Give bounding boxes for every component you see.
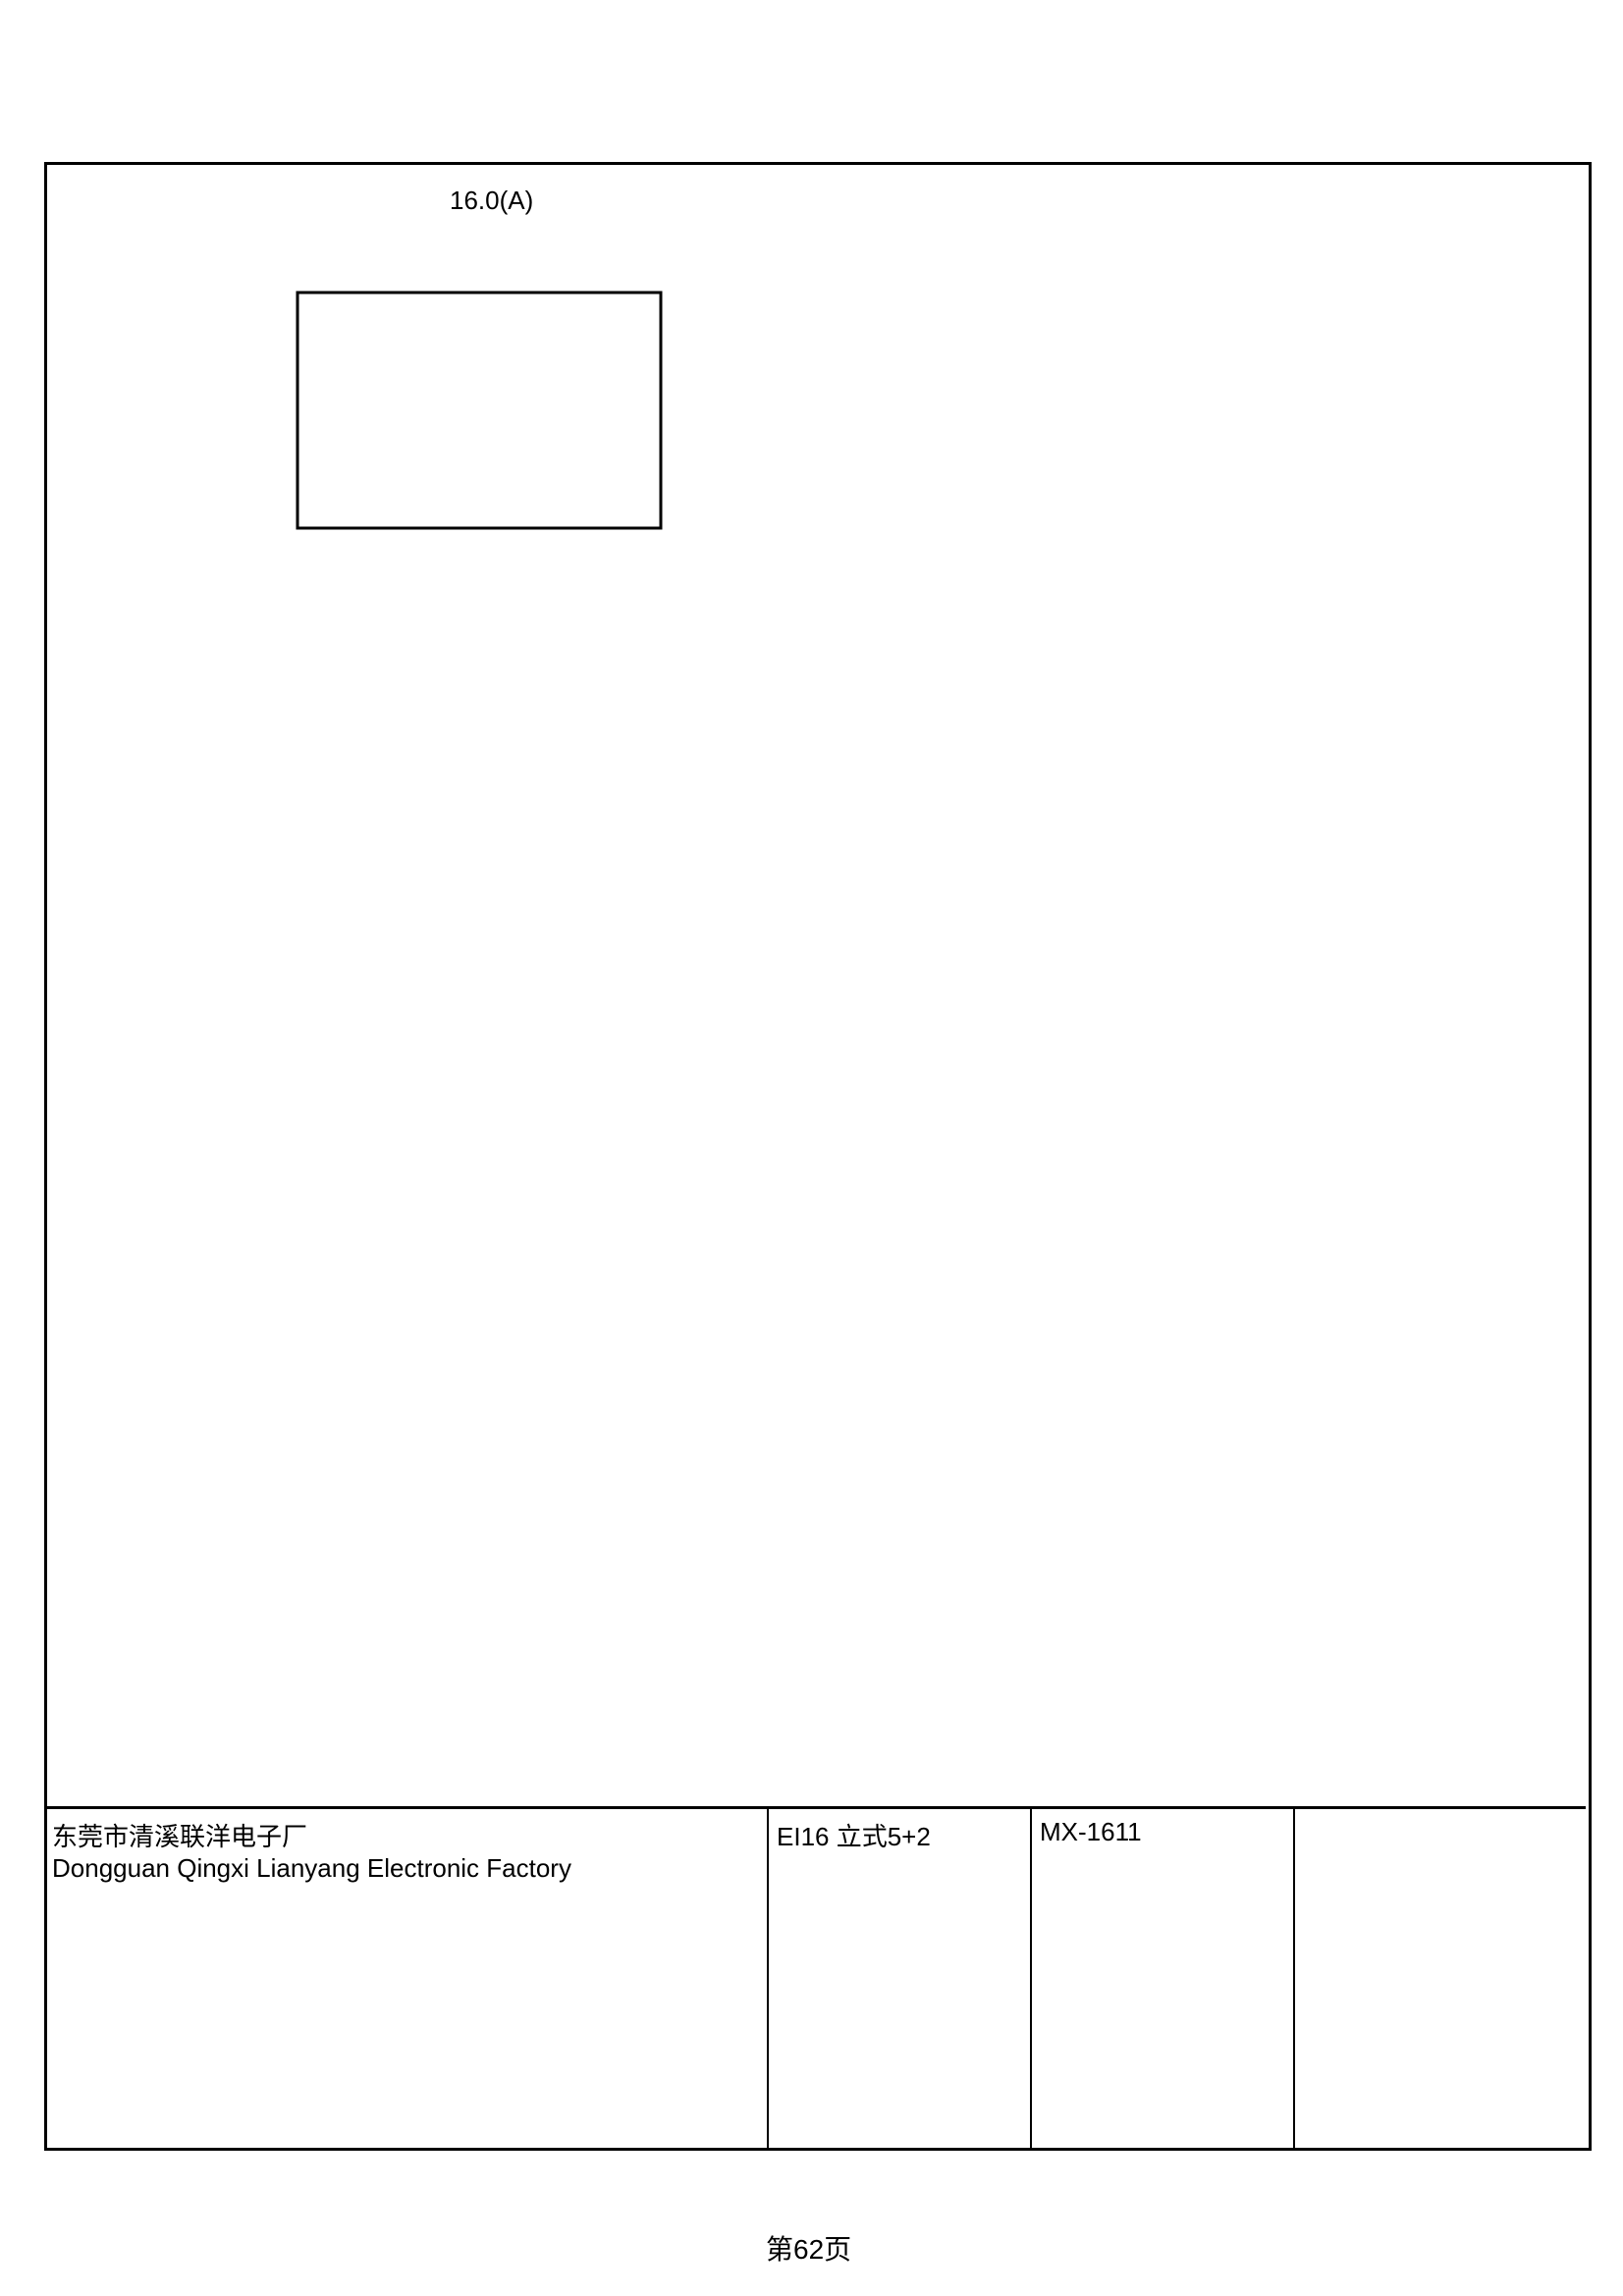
technical-drawing: 16.0(A)	[296, 186, 663, 530]
company-en: Dongguan Qingxi Lianyang Electronic Fact…	[52, 1853, 571, 1883]
drawing-no: MX-1611	[1040, 1817, 1142, 1846]
company-cn: 东莞市清溪联洋电子厂	[52, 1822, 308, 1851]
dim-A: 16.0(A)	[450, 186, 533, 215]
page-footer: 第62页	[766, 2234, 852, 2265]
drawing-frame: 16.0(A)	[44, 162, 1592, 2151]
model: EI16 立式5+2	[777, 1822, 931, 1851]
